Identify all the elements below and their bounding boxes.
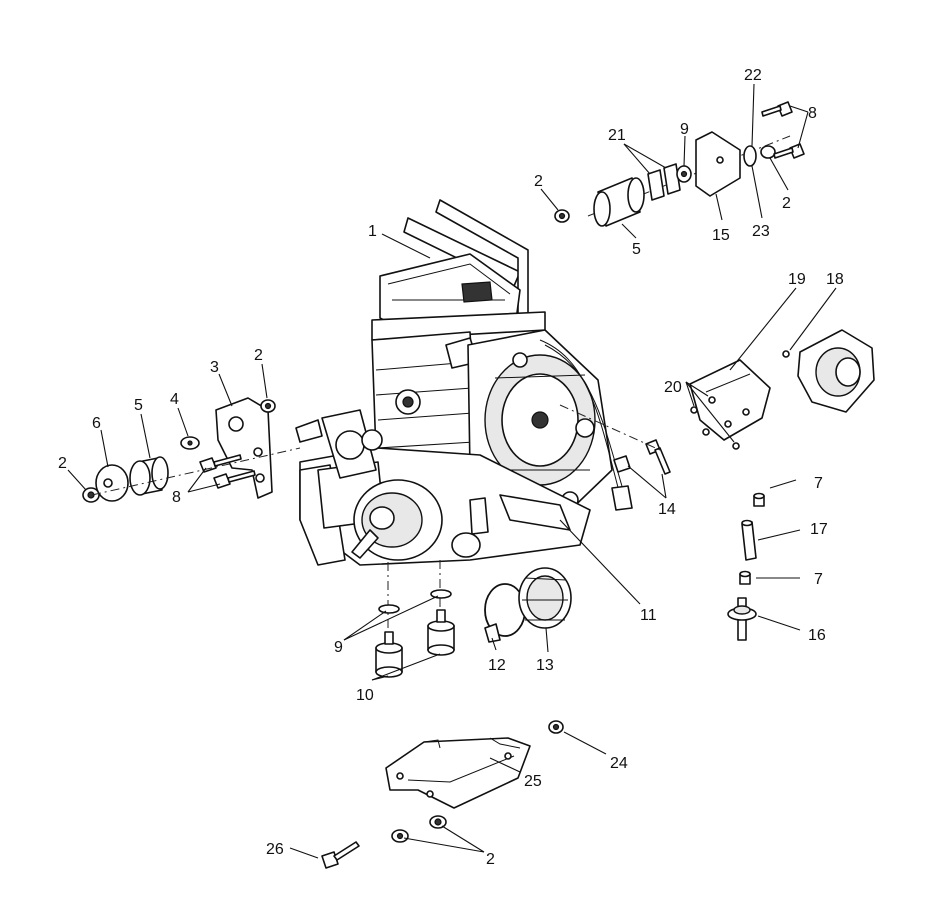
sleeve-17	[741, 519, 757, 561]
callout-7-top: 7	[814, 475, 823, 492]
leader-lines	[67, 83, 837, 859]
callout-2-bracket: 2	[254, 347, 263, 364]
callout-1: 1	[368, 223, 377, 240]
mount-16	[727, 597, 757, 641]
left-mount-parts	[82, 397, 301, 503]
bushing-7-bottom	[739, 570, 751, 585]
callout-9-top: 9	[680, 121, 689, 138]
callout-2-right: 2	[782, 195, 791, 212]
washer-4	[180, 436, 200, 450]
callout-10: 10	[356, 687, 374, 704]
callout-15: 15	[712, 227, 730, 244]
callout-8-top: 8	[808, 105, 817, 122]
callout-14: 14	[658, 501, 676, 518]
callout-9-bottom: 9	[334, 639, 343, 656]
nut-24	[548, 720, 564, 734]
bolt-26	[321, 841, 360, 869]
callout-23: 23	[752, 223, 770, 240]
callout-26: 26	[266, 841, 284, 858]
callout-18: 18	[826, 271, 844, 288]
callout-11: 11	[640, 607, 657, 624]
callout-24: 24	[610, 755, 628, 772]
callout-5-top: 5	[632, 241, 641, 258]
cover-19	[689, 359, 771, 441]
callout-7-bottom: 7	[814, 571, 823, 588]
nuts-2-bottom	[391, 815, 447, 843]
screws-20	[690, 406, 740, 450]
bolts-14	[559, 404, 671, 475]
bolts-8-left	[199, 454, 256, 489]
housing-18	[782, 329, 875, 413]
callout-2-top: 2	[534, 173, 543, 190]
engine-assembly	[295, 199, 633, 566]
intake-boot-13	[518, 567, 572, 629]
callout-12: 12	[488, 657, 506, 674]
callout-16: 16	[808, 627, 826, 644]
callout-17: 17	[810, 521, 828, 538]
callout-21: 21	[608, 127, 626, 144]
callout-13: 13	[536, 657, 554, 674]
callout-3: 3	[210, 359, 219, 376]
lower-rubber-mounts	[375, 560, 455, 678]
mount-bracket-3	[215, 397, 273, 499]
rubber-mount-5-left	[129, 456, 169, 496]
callout-6: 6	[92, 415, 101, 432]
callout-25: 25	[524, 773, 542, 790]
callout-4: 4	[170, 391, 179, 408]
callout-8-left: 8	[172, 489, 181, 506]
callout-20: 20	[664, 379, 682, 396]
callout-2-bottom: 2	[486, 851, 495, 868]
callout-2-left: 2	[58, 455, 67, 472]
nut-above-bracket	[260, 399, 276, 413]
bushing-7-top	[753, 492, 765, 507]
callout-19: 19	[788, 271, 806, 288]
skid-plate-25	[385, 737, 531, 809]
mount-washer-6	[95, 464, 129, 502]
callout-5-left: 5	[134, 397, 143, 414]
callout-22: 22	[744, 67, 762, 84]
callout-labels: 1 2 6 5 4 3 2 8 9 10 11 12 13 14 2 5 21 …	[58, 67, 844, 868]
upper-right-mount	[554, 101, 805, 227]
